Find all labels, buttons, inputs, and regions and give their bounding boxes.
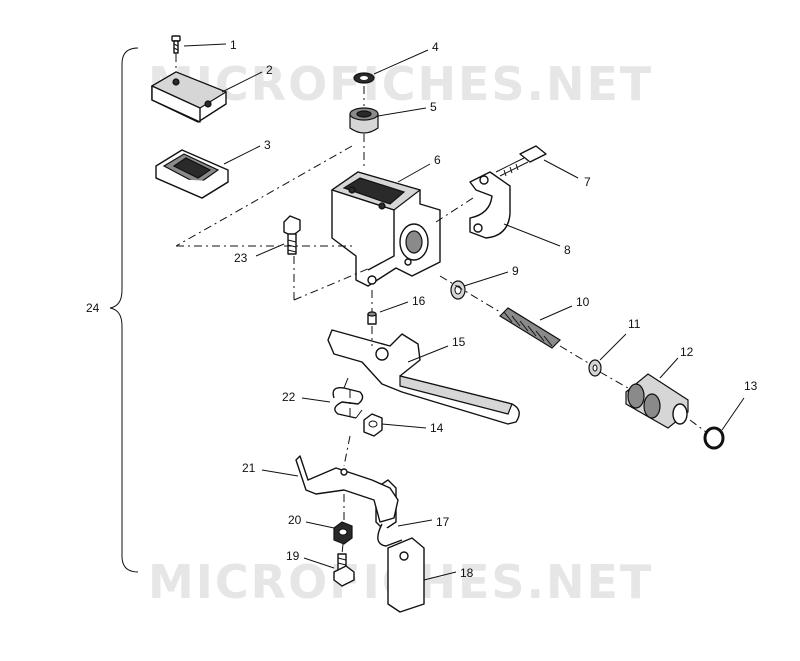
part-8-clamp (469, 171, 511, 239)
part-5-seal (349, 107, 379, 134)
callout-6: 6 (434, 153, 441, 167)
callout-2: 2 (266, 63, 273, 77)
part-16-pin (367, 311, 377, 325)
part-15-brake-lever (327, 329, 520, 425)
callout-20: 20 (288, 513, 302, 527)
callout-13: 13 (744, 379, 758, 393)
leader-lines (183, 43, 745, 581)
callout-23: 23 (234, 251, 248, 265)
callout-17: 17 (436, 515, 450, 529)
part-13-o-ring (703, 426, 725, 450)
part-2-reservoir-cover (150, 71, 228, 123)
callout-12: 12 (680, 345, 694, 359)
callout-10: 10 (576, 295, 590, 309)
callout-8: 8 (564, 243, 571, 257)
assembly-axes (175, 54, 707, 555)
callout-16: 16 (412, 294, 426, 308)
callout-22: 22 (282, 390, 296, 404)
part-22-torsion-spring (332, 377, 364, 419)
part-20-nut (333, 521, 353, 545)
watermark-top: MICROFICHES.NET (148, 57, 653, 111)
callout-5: 5 (430, 100, 437, 114)
part-7-bolt (495, 145, 547, 177)
part-6-master-cylinder (330, 171, 441, 287)
part-10-spring (499, 307, 561, 349)
part-4-washer (353, 72, 375, 84)
part-19-screw (333, 553, 355, 587)
callout-1: 1 (230, 38, 237, 52)
callout-4: 4 (432, 40, 439, 54)
part-3-diaphragm (155, 149, 229, 199)
callout-9: 9 (512, 264, 519, 278)
assembly-brace (109, 47, 139, 573)
part-11-washer (588, 359, 602, 377)
callout-21: 21 (242, 461, 256, 475)
part-9-washer (450, 280, 466, 300)
callout-15: 15 (452, 335, 466, 349)
callout-19: 19 (286, 549, 300, 563)
callout-11: 11 (628, 317, 641, 331)
part-14-nut (363, 413, 383, 437)
callout-14: 14 (430, 421, 444, 435)
callout-3: 3 (264, 138, 271, 152)
part-23-bolt (283, 215, 301, 255)
callout-24: 24 (86, 301, 100, 315)
part-18-tag (387, 537, 425, 613)
part-21-bracket (295, 455, 399, 523)
callout-7: 7 (584, 175, 591, 189)
callout-18: 18 (460, 566, 474, 580)
part-1-screw (171, 35, 181, 54)
part-12-piston (625, 373, 689, 429)
